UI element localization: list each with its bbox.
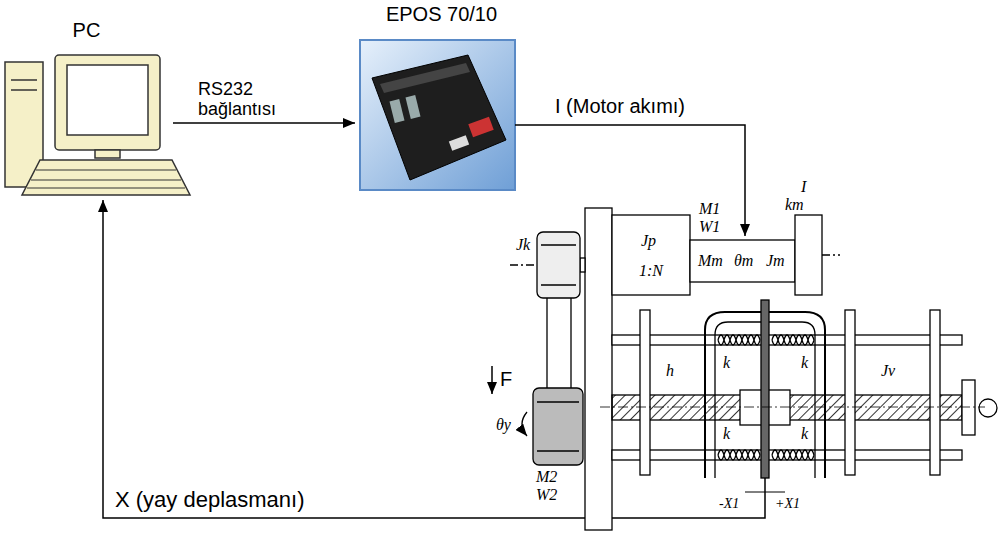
drawing-part <box>27 188 185 189</box>
drawing-part <box>541 244 576 245</box>
symbol-label: Jp <box>640 232 657 250</box>
signal-label: I (Motor akımı) <box>555 95 685 117</box>
drawing-part <box>580 258 585 272</box>
symbol-label: W1 <box>698 218 721 236</box>
drawing-part <box>389 99 404 123</box>
node-title: PC <box>0 18 173 42</box>
signal-label: X (yay deplasmanı) <box>115 488 305 512</box>
drawing-part <box>95 150 120 158</box>
drawing-part <box>612 215 690 295</box>
drawing-part <box>772 450 814 460</box>
drawing-part <box>930 310 940 475</box>
drawing-part <box>612 335 962 345</box>
drawing-part <box>405 95 420 119</box>
symbol-label: M1 <box>698 200 721 218</box>
symbol-label: Jm <box>765 252 786 270</box>
travel-tick <box>745 492 785 493</box>
displacement-label: -X1 <box>718 496 740 511</box>
drawing-part <box>718 335 760 345</box>
drawing-part <box>36 170 176 171</box>
drawing-part <box>510 264 537 265</box>
connection-label: RS232 bağlantısı <box>198 80 293 120</box>
drawing-part <box>11 89 37 91</box>
drawing-part <box>585 208 612 530</box>
drawing-part <box>31 180 181 181</box>
rotation-arrow <box>522 412 527 436</box>
computer-icon <box>5 55 190 195</box>
drawing-part <box>822 254 840 255</box>
symbol-label: M2 <box>535 468 558 486</box>
drawing-part <box>449 135 469 151</box>
force-label: F <box>500 368 512 390</box>
symbol-label: k <box>800 425 809 443</box>
drawing-part <box>772 335 814 345</box>
controller-node: EPOS 70/10 <box>355 2 528 194</box>
drawing-part <box>372 55 506 180</box>
symbol-label: k <box>722 354 731 372</box>
drawing-part <box>845 310 855 475</box>
symbol-label: Mm <box>697 252 724 270</box>
symbol-label: km <box>784 196 805 214</box>
symbol-label: θm <box>733 252 754 270</box>
node-title: EPOS 70/10 <box>355 2 528 26</box>
drawing-part <box>600 407 985 408</box>
force-arrow <box>491 366 493 394</box>
drawing-part <box>468 117 493 138</box>
computer-node: PC <box>0 18 173 198</box>
drawing-part <box>612 450 962 460</box>
drawing-part <box>55 55 160 150</box>
symbol-label: Jk <box>515 236 531 254</box>
symbol-label: I <box>800 178 807 196</box>
drawing-part <box>979 399 997 417</box>
drawing-part <box>537 450 579 451</box>
feedback-arrow <box>103 200 765 518</box>
drawing-part <box>640 310 650 475</box>
drawing-part <box>570 298 571 388</box>
drawing-part <box>795 215 822 295</box>
drawing-part <box>11 79 37 81</box>
displacement-label: +X1 <box>774 496 801 511</box>
drawing-part <box>718 450 760 460</box>
symbol-label: 1:N <box>638 262 664 280</box>
drawing-part <box>360 40 515 190</box>
symbol-label: k <box>800 354 809 372</box>
connector-arrow <box>173 122 355 124</box>
drawing-part <box>537 401 579 402</box>
drawing-part <box>962 380 975 435</box>
drawing-part <box>761 300 769 478</box>
drawing-part <box>380 63 470 93</box>
drawing-part <box>533 388 583 465</box>
symbol-label: θy <box>495 416 512 434</box>
controller-image <box>360 40 515 190</box>
symbol-label: W2 <box>535 486 558 504</box>
symbol-label: k <box>722 425 731 443</box>
symbol-label: h <box>665 362 675 380</box>
drawing-part <box>546 298 547 388</box>
symbol-label: Jv <box>880 362 896 380</box>
drawing-part <box>541 284 576 285</box>
drawing-part <box>690 240 795 282</box>
drawing-part <box>537 232 580 298</box>
drawing-part <box>22 160 190 195</box>
drawing-part <box>67 65 148 135</box>
mechanism-drawing <box>510 208 997 530</box>
